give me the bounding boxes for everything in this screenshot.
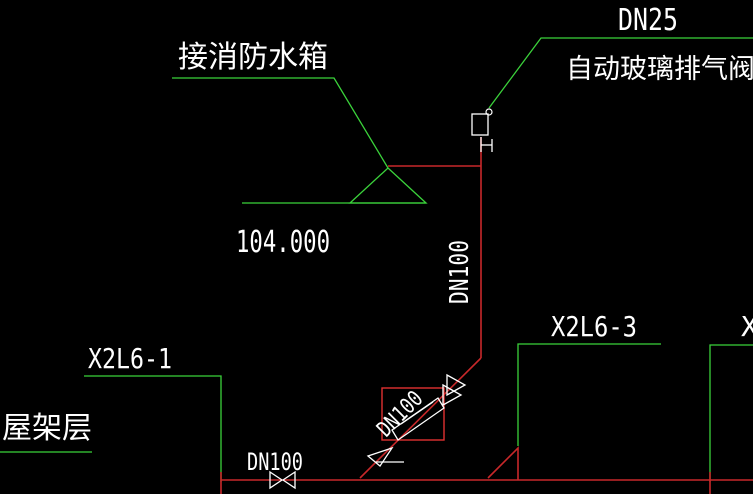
- branch-edge-leader: [709, 344, 753, 482]
- text-labels: 接消防水箱 104.000 DN25 自动玻璃排气阀 DN100 DN100 D…: [2, 3, 753, 476]
- highlight-box: [381, 387, 445, 441]
- inclined-pipe: [359, 357, 482, 479]
- valve-triangle-a: [446, 373, 467, 397]
- fire-tank-label: 接消防水箱: [178, 40, 328, 75]
- vent-valve-size-label: DN25: [618, 3, 678, 38]
- vent-valve-marker: [485, 108, 493, 116]
- leader-lines: [0, 37, 753, 482]
- pipes: [220, 137, 753, 494]
- vent-valve-leader: [488, 37, 753, 109]
- fire-tank-leader: [172, 77, 389, 169]
- check-valve-assembly: [366, 373, 467, 467]
- vent-valve-name-label: 自动玻璃排气阀: [566, 54, 753, 85]
- bottom-gate-valve: [269, 470, 296, 490]
- branch-left-label: X2L6-1: [88, 342, 172, 375]
- branch-right-leader: [517, 343, 661, 446]
- lower-valve: [366, 446, 394, 467]
- branch-edge-label: X: [741, 310, 753, 343]
- branch-left-leader: [84, 375, 222, 482]
- valve-triangle-b: [442, 383, 463, 407]
- vent-valve-body: [471, 113, 489, 136]
- riser-size-label: DN100: [445, 240, 475, 304]
- branch-right-label: X2L6-3: [551, 310, 637, 343]
- elevation-triangle: [348, 167, 428, 204]
- elevation-label: 104.000: [236, 225, 330, 260]
- branch-stub-pipe: [487, 446, 519, 480]
- inclined-size-label: DN100: [373, 386, 429, 442]
- floor-name-label: 屋架层: [2, 411, 92, 446]
- vent-valve-symbol: [471, 108, 493, 152]
- bottom-valve-size-label: DN100: [247, 448, 303, 476]
